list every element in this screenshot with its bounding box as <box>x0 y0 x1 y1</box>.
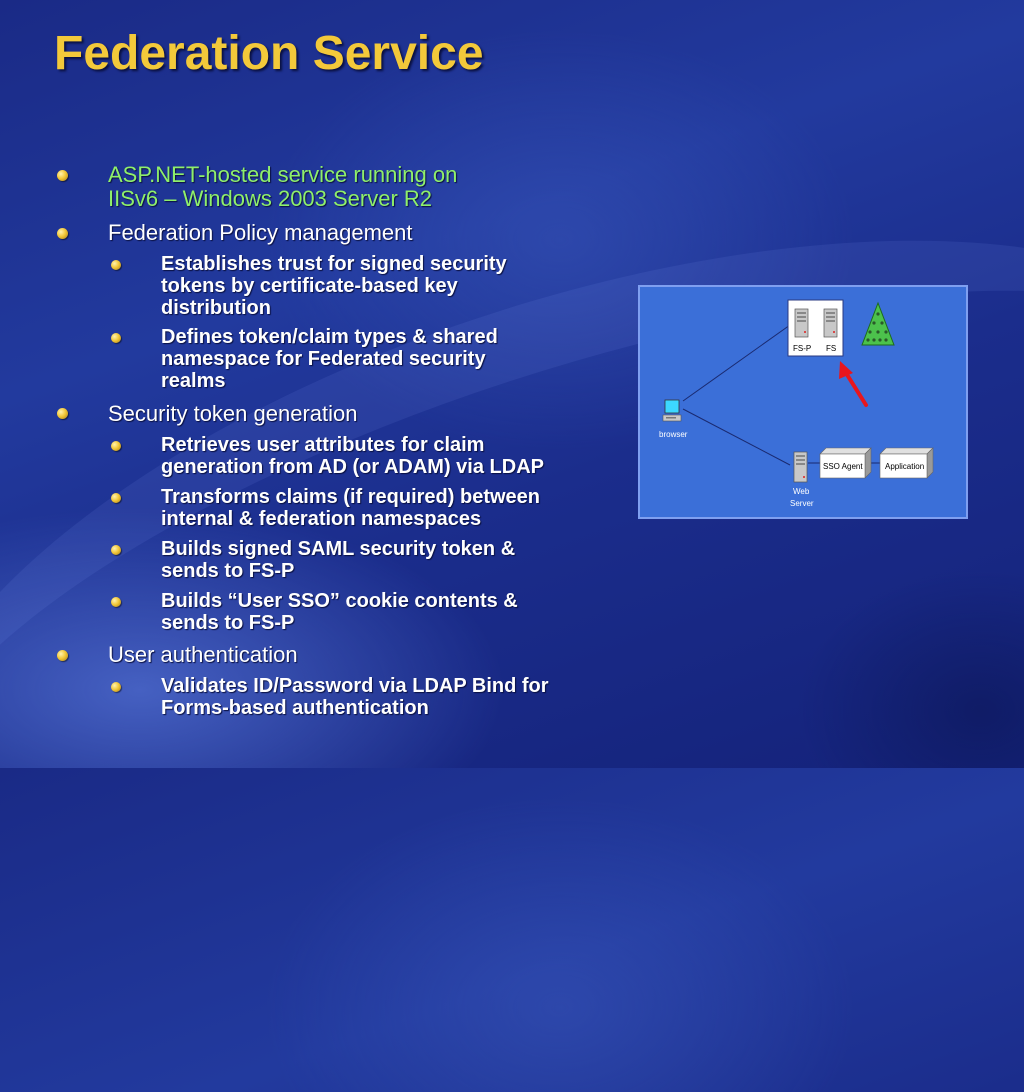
bullet-dot <box>57 650 68 661</box>
bullet-dot <box>57 170 68 181</box>
bullet-dot <box>57 408 68 419</box>
sso-agent-label: SSO Agent <box>823 462 863 471</box>
sso-agent-box: SSO Agent <box>819 447 872 479</box>
sub-bullet-transforms-claims: Transforms claims (if required) between … <box>161 486 540 530</box>
sub-bullet-validates-id: Validates ID/Password via LDAP Bind for … <box>161 675 549 719</box>
red-pointer-arrow <box>839 361 868 407</box>
sub-bullet-line: Builds signed SAML security token & <box>161 538 516 560</box>
bullet-aspnet: ASP.NET-hosted service running on IISv6 … <box>108 163 457 211</box>
sub-bullet-line: sends to FS-P <box>161 560 295 582</box>
browser-computer-icon <box>662 399 682 422</box>
sub-bullet-builds-cookie: Builds “User SSO” cookie contents & send… <box>161 590 518 634</box>
bullet-token-generation: Security token generation <box>108 401 358 426</box>
bullet-list: ASP.NET-hosted service running on IISv6 … <box>0 0 640 768</box>
sub-bullet-dot <box>111 441 121 451</box>
sub-bullet-line: tokens by certificate-based key <box>161 275 458 297</box>
bullet-dot <box>57 228 68 239</box>
fs-server-group: FS-P FS <box>787 299 844 357</box>
sub-bullet-line: Retrieves user attributes for claim <box>161 434 485 456</box>
bullet-policy-management: Federation Policy management <box>108 220 413 245</box>
sub-bullet-establishes-trust: Establishes trust for signed security to… <box>161 253 507 319</box>
browser-to-fs-line <box>682 324 791 402</box>
federation-diagram: FS-P FS browser <box>638 285 968 519</box>
bullet-user-authentication: User authentication <box>108 642 298 667</box>
sub-bullet-dot <box>111 260 121 270</box>
federation-diagram-svg: FS-P FS browser <box>659 299 934 508</box>
browser-to-webserver-line <box>682 408 791 466</box>
web-server-icon <box>793 451 808 483</box>
sub-bullet-dot <box>111 493 121 503</box>
application-label: Application <box>885 462 924 471</box>
sub-bullet-dot <box>111 333 121 343</box>
application-box: Application <box>879 447 934 479</box>
sub-bullet-line: Transforms claims (if required) between <box>161 486 540 508</box>
sub-bullet-line: sends to FS-P <box>161 612 295 634</box>
sub-bullet-line: Builds “User SSO” cookie contents & <box>161 590 518 612</box>
sub-bullet-line: internal & federation namespaces <box>161 508 482 530</box>
sub-bullet-line: Forms-based authentication <box>161 697 429 719</box>
slide-title: Federation Service <box>54 27 484 80</box>
bullet-aspnet-line1: ASP.NET-hosted service running on <box>108 162 458 187</box>
sub-bullet-line: Defines token/claim types & shared <box>161 326 498 348</box>
browser-label: browser <box>659 430 688 439</box>
sub-bullet-line: realms <box>161 370 226 392</box>
fsp-label: FS-P <box>793 344 811 353</box>
sub-bullet-dot <box>111 545 121 555</box>
sub-bullet-dot <box>111 682 121 692</box>
sub-bullet-line: Validates ID/Password via LDAP Bind for <box>161 675 549 697</box>
bullet-aspnet-line2: IISv6 – Windows 2003 Server R2 <box>108 186 433 211</box>
sub-bullet-line: distribution <box>161 297 271 319</box>
fs-label: FS <box>826 344 836 353</box>
sub-bullet-line: namespace for Federated security <box>161 348 486 370</box>
web-server-label-line1: Web <box>793 487 810 496</box>
directory-tree-icon <box>861 301 895 346</box>
web-server-label-line2: Server <box>790 499 814 508</box>
fs-server-icon <box>823 308 838 338</box>
fsp-server-icon <box>794 308 809 338</box>
sub-bullet-line: Establishes trust for signed security <box>161 253 507 275</box>
sub-bullet-builds-saml: Builds signed SAML security token & send… <box>161 538 515 582</box>
sub-bullet-line: generation from AD (or ADAM) via LDAP <box>161 456 544 478</box>
sub-bullet-retrieves-attributes: Retrieves user attributes for claim gene… <box>161 434 544 478</box>
sub-bullet-defines-token: Defines token/claim types & shared names… <box>161 326 498 392</box>
sub-bullet-dot <box>111 597 121 607</box>
